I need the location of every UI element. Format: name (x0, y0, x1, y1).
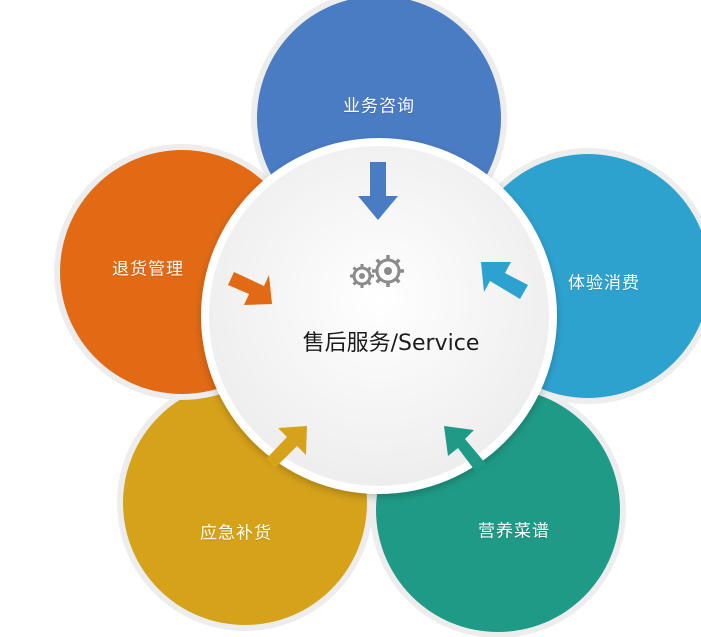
center-title: 售后服务/Service (302, 331, 480, 356)
arrow-recipe (444, 426, 486, 472)
gears-icon (350, 255, 404, 288)
petal-returns-label: 退货管理 (112, 259, 184, 280)
arrow-emergency (266, 426, 307, 468)
petal-recipe-label: 营养菜谱 (478, 521, 550, 542)
center-circle (209, 146, 549, 486)
petal-consult-label: 业务咨询 (343, 96, 415, 117)
arrow-consult (358, 162, 398, 220)
arrow-experience (481, 262, 528, 299)
petal-emergency-label: 应急补货 (200, 523, 272, 544)
petal-experience-label: 体验消费 (568, 273, 640, 294)
arrow-returns (228, 272, 272, 305)
center-hub (201, 138, 557, 494)
